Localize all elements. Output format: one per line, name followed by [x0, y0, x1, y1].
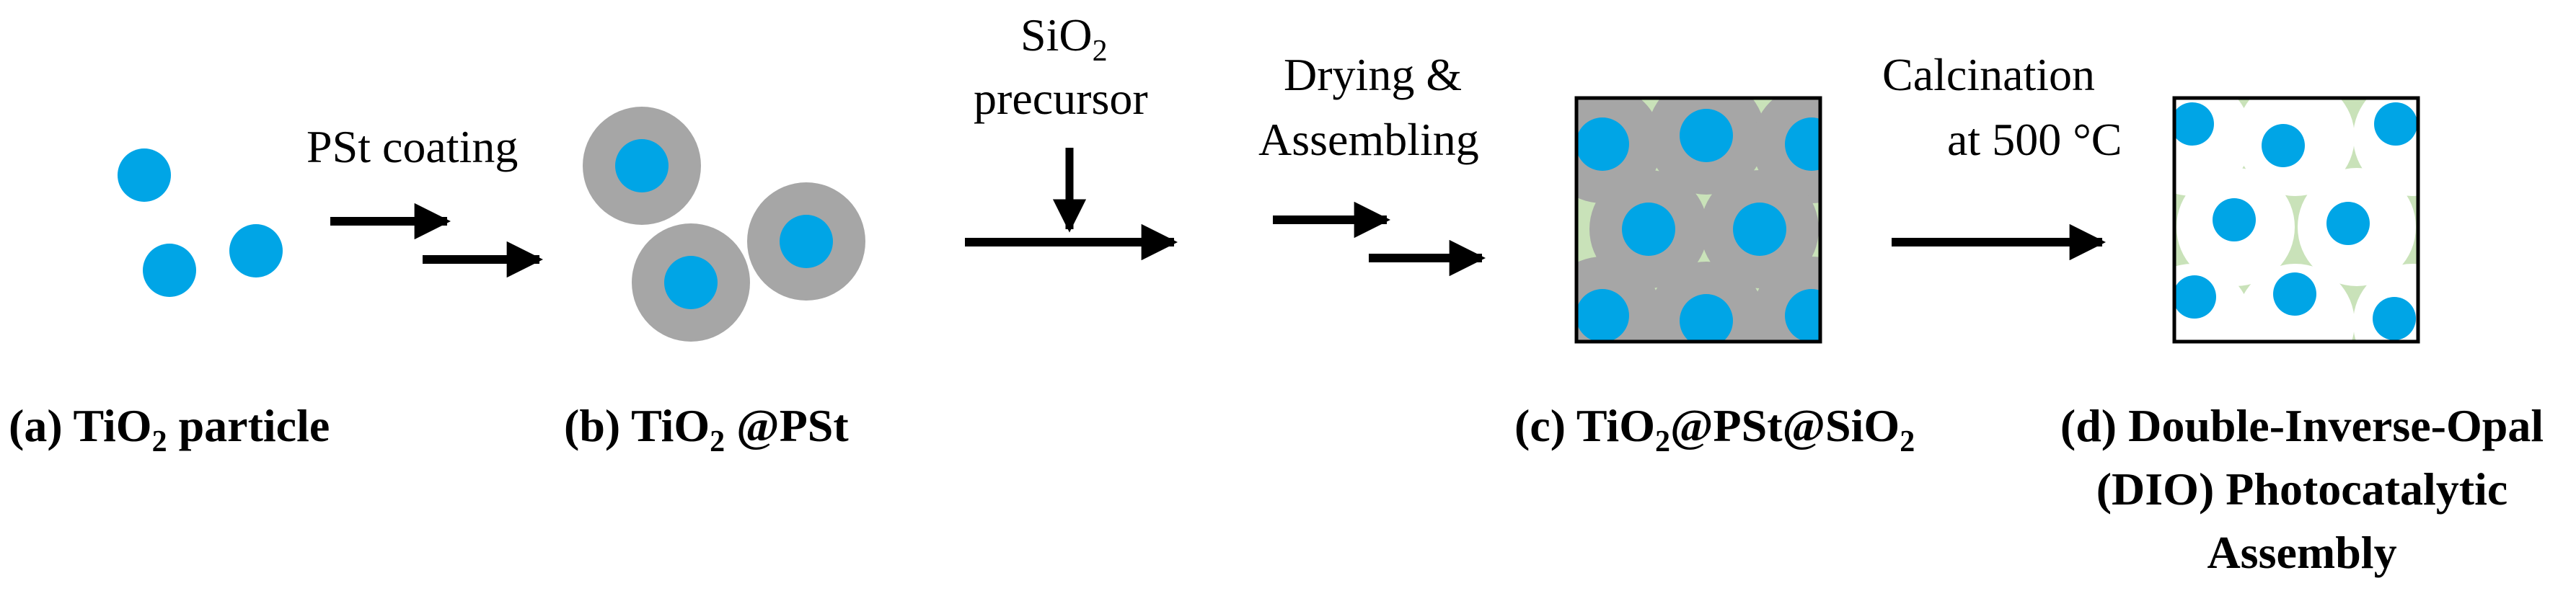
- pst-coating-label: PSt coating: [306, 121, 518, 172]
- box-border: [1574, 96, 1822, 344]
- caption-d-line2: (DIO) Photocatalytic: [2096, 463, 2508, 515]
- core-shell-particle: [1576, 257, 1662, 342]
- caption-a: (a) TiO2 particle: [9, 400, 330, 458]
- core-shell-particle: [1701, 170, 1819, 288]
- hollow-void: [2353, 264, 2418, 342]
- sio2-precursor-label: SiO2 precursor: [974, 9, 1148, 124]
- tio2-particle: [118, 148, 171, 202]
- caption-b: (b) TiO2 @PSt: [564, 400, 849, 458]
- tio2-particle: [143, 244, 196, 297]
- caption-d-line3: Assembly: [2207, 527, 2396, 578]
- hollow-void: [2298, 168, 2416, 286]
- svg-text:SiO2: SiO2: [1020, 9, 1108, 68]
- core-shell-particle: [1752, 257, 1820, 342]
- core-shell-particle: [583, 107, 701, 225]
- temperature-label: at 500 °C: [1947, 114, 2122, 165]
- core-shell-particle: [632, 223, 750, 342]
- hollow-void: [2176, 168, 2295, 286]
- caption-d-line1: (d) Double-Inverse-Opal: [2060, 400, 2544, 451]
- assembly-box-d: [2172, 96, 2420, 344]
- hollow-void: [2236, 98, 2355, 196]
- sio2-text: SiO: [1020, 9, 1093, 61]
- core-shell-particle: [747, 182, 865, 301]
- assembling-label: Assembling: [1258, 114, 1479, 165]
- drying-label: Drying &: [1284, 49, 1462, 100]
- calcination-label: Calcination: [1882, 49, 2095, 100]
- hollow-void: [2174, 264, 2251, 342]
- core-shell-particle: [1647, 98, 1765, 195]
- hollow-void: [2236, 264, 2355, 342]
- precursor-text: precursor: [974, 73, 1148, 124]
- assembly-box-c: [1574, 96, 1822, 344]
- core-shell-particle: [1589, 170, 1708, 288]
- tio2-particle: [229, 224, 283, 277]
- caption-c: (c) TiO2@PSt@SiO2: [1514, 400, 1915, 458]
- box-border: [2172, 96, 2420, 344]
- sio2-subscript: 2: [1093, 35, 1108, 68]
- core-shell-particle: [1647, 262, 1765, 342]
- tio2-pst-particles: [583, 107, 865, 342]
- tio2-particles: [118, 148, 283, 297]
